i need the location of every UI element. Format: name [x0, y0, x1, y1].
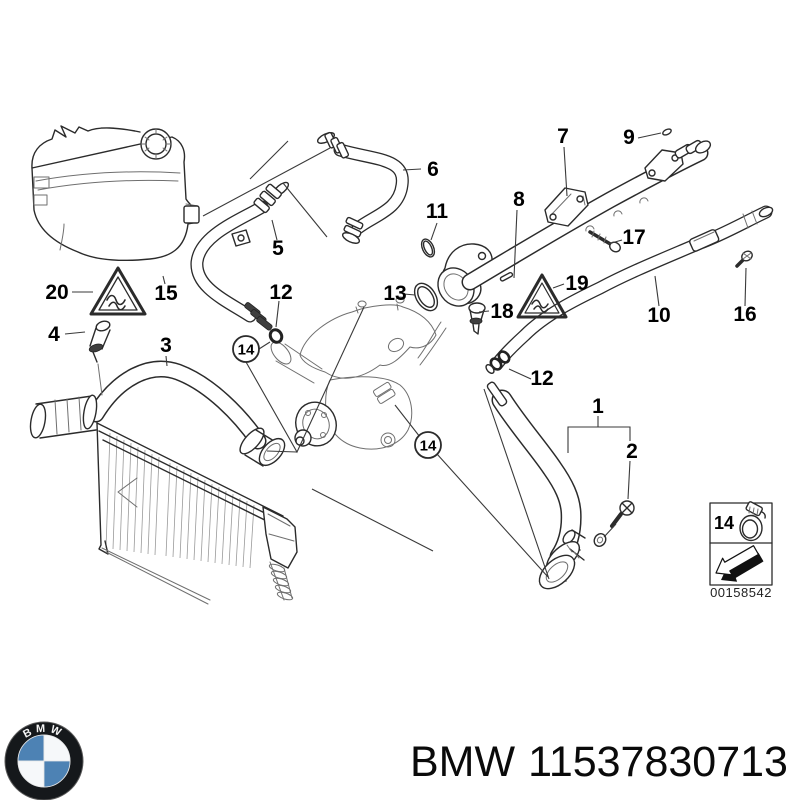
warning-triangle-icon-20 — [89, 266, 147, 316]
pipe-10-clamp — [689, 229, 720, 252]
callout-12b: 12 — [530, 367, 553, 390]
pump-outlet-ribs — [373, 381, 396, 404]
radiator — [96, 422, 298, 605]
callout-19: 19 — [565, 272, 588, 295]
hose-6-top-fitting — [316, 131, 350, 159]
callout-18: 18 — [490, 300, 514, 323]
hose-5 — [190, 181, 290, 344]
bmw-logo: BMW — [4, 721, 84, 800]
expansion-tank — [31, 125, 200, 261]
pipe-7-end-connector — [674, 139, 712, 159]
callout-6: 6 — [427, 158, 439, 181]
radiator-outlet — [268, 561, 294, 601]
hose-3-end-clamp — [239, 427, 286, 467]
pump-pulley — [294, 401, 337, 447]
callout-14a: 14 — [232, 335, 260, 363]
logo-quadrant-bl — [17, 760, 45, 788]
inset-label: 14 — [714, 513, 734, 533]
callout-2: 2 — [626, 440, 638, 463]
callout-4: 4 — [48, 323, 60, 346]
hose-1 — [486, 381, 635, 590]
hose-6 — [316, 131, 409, 244]
pin-9 — [662, 128, 672, 136]
gasket-13 — [413, 282, 439, 312]
temp-sensor-18 — [468, 302, 486, 335]
hose-3 — [29, 320, 286, 467]
callout-1: 1 — [592, 395, 604, 418]
callout-12: 12 — [269, 281, 292, 304]
hose-5-bracket — [231, 229, 251, 247]
coolant-pipe-10 — [485, 205, 774, 374]
coolant-sensor-4 — [88, 320, 111, 396]
inset-image-number: 00158542 — [710, 585, 772, 600]
leader-lines — [64, 132, 747, 580]
svg-text:14: 14 — [420, 438, 437, 455]
hose-5-lower-fitting — [244, 302, 273, 331]
hose-1-flange-boss — [593, 533, 607, 547]
logo-quadrant-br — [43, 760, 71, 788]
o-ring-11 — [420, 238, 436, 258]
callout-7: 7 — [557, 125, 569, 148]
callout-16: 16 — [733, 303, 756, 326]
coolant-pipe-7 — [461, 128, 712, 291]
hose-clamp-icon — [739, 501, 766, 542]
svg-text:14: 14 — [238, 342, 255, 359]
o-ring-12-upper — [268, 328, 284, 344]
hose-1-top-bead — [486, 381, 508, 407]
callout-13: 13 — [383, 282, 406, 305]
o-rings-12-lower — [485, 350, 511, 374]
pipe-7-bracket-front — [544, 187, 589, 227]
callout-5: 5 — [272, 237, 284, 260]
callout-3: 3 — [160, 334, 172, 357]
warning-triangle-icon-19 — [516, 273, 568, 319]
callout-9: 9 — [623, 126, 635, 149]
filler-cap-icon — [140, 128, 172, 160]
callout-11: 11 — [426, 200, 449, 223]
callout-8: 8 — [513, 188, 525, 211]
hose-6-bottom-fitting — [341, 216, 364, 244]
callout-14b: 14 — [414, 431, 442, 459]
bolt-17 — [588, 230, 621, 253]
logo-quadrant-tl — [17, 734, 45, 762]
inset-box: 14 00158542 — [709, 501, 773, 600]
callout-20: 20 — [45, 281, 68, 304]
direction-arrow-icon — [715, 545, 764, 582]
bolt-16 — [735, 250, 753, 268]
hose-3-fitting — [29, 394, 98, 439]
callout-15: 15 — [154, 282, 178, 305]
bolt-2 — [610, 500, 635, 528]
callout-10: 10 — [647, 304, 670, 327]
logo-quadrant-tr — [43, 734, 71, 762]
callouts: 1 2 3 4 5 6 7 8 9 10 11 12 12 13 15 16 1… — [45, 125, 756, 463]
hose-1-end-clamp — [538, 540, 585, 590]
engine-water-pump — [270, 296, 447, 450]
callout-17: 17 — [622, 226, 645, 249]
